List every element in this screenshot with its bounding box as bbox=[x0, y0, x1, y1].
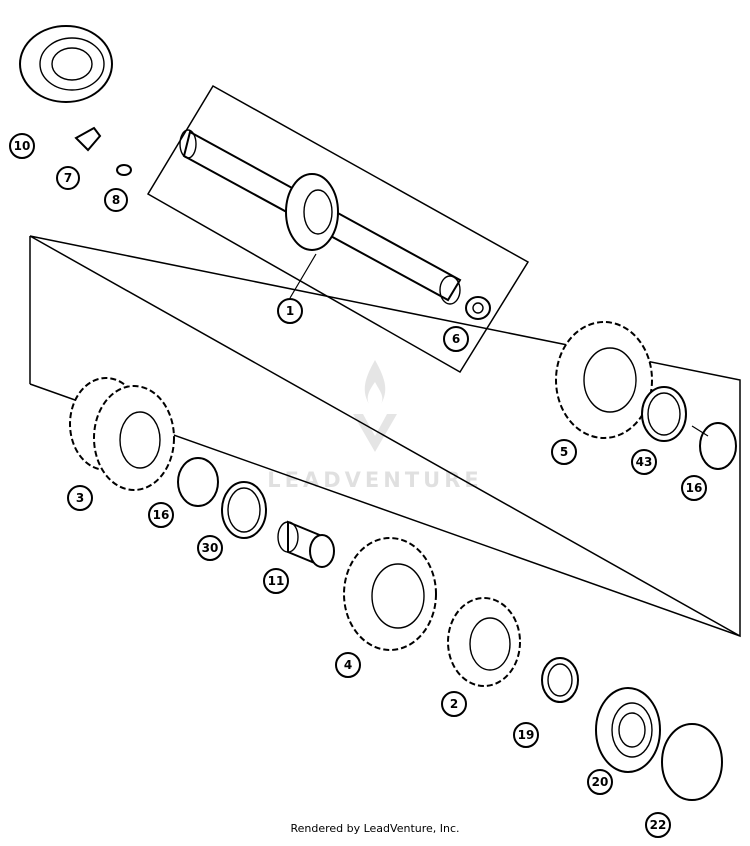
callout-11[interactable]: 11 bbox=[263, 568, 289, 594]
circlip-part-16-left[interactable] bbox=[177, 457, 219, 507]
svg-text:11: 11 bbox=[268, 574, 285, 588]
callout-10[interactable]: 10 bbox=[9, 133, 35, 159]
leader-16a bbox=[691, 425, 709, 437]
svg-text:7: 7 bbox=[64, 171, 72, 185]
svg-text:3: 3 bbox=[76, 491, 84, 505]
svg-text:5: 5 bbox=[560, 445, 568, 459]
svg-text:43: 43 bbox=[636, 455, 653, 469]
svg-text:2: 2 bbox=[450, 697, 458, 711]
bearing-part-20[interactable] bbox=[595, 687, 661, 773]
callout-16-right[interactable]: 16 bbox=[681, 475, 707, 501]
callout-1[interactable]: 1 bbox=[277, 298, 303, 324]
watermark-text: LEADVENTURE bbox=[267, 468, 483, 492]
callout-5[interactable]: 5 bbox=[551, 439, 577, 465]
callout-6[interactable]: 6 bbox=[443, 326, 469, 352]
callout-3[interactable]: 3 bbox=[67, 485, 93, 511]
svg-text:1: 1 bbox=[286, 304, 294, 318]
svg-text:20: 20 bbox=[592, 775, 609, 789]
gear-part-5[interactable] bbox=[555, 321, 653, 439]
screw-part-8[interactable] bbox=[116, 164, 132, 176]
bushing-part-19[interactable] bbox=[541, 657, 579, 703]
callout-7[interactable]: 7 bbox=[56, 166, 80, 190]
callout-20[interactable]: 20 bbox=[587, 769, 613, 795]
svg-text:30: 30 bbox=[202, 541, 219, 555]
callout-22[interactable]: 22 bbox=[645, 812, 671, 838]
leader-1 bbox=[289, 253, 317, 299]
svg-text:4: 4 bbox=[344, 658, 352, 672]
leadventure-logo-icon bbox=[353, 360, 397, 452]
callout-30[interactable]: 30 bbox=[197, 535, 223, 561]
svg-text:19: 19 bbox=[518, 728, 535, 742]
svg-text:6: 6 bbox=[452, 332, 460, 346]
gear-part-2[interactable] bbox=[447, 597, 521, 687]
svg-text:10: 10 bbox=[14, 139, 31, 153]
footer-credit: Rendered by LeadVenture, Inc. bbox=[290, 822, 460, 835]
shaft-group-frame bbox=[146, 84, 530, 374]
shim-part-22[interactable] bbox=[661, 723, 723, 801]
svg-text:22: 22 bbox=[650, 818, 667, 832]
callout-2[interactable]: 2 bbox=[441, 691, 467, 717]
circlip-part-16-right[interactable] bbox=[699, 422, 737, 470]
svg-text:16: 16 bbox=[153, 508, 170, 522]
thrust-washer-part-43[interactable] bbox=[641, 386, 687, 442]
callout-4[interactable]: 4 bbox=[335, 652, 361, 678]
gear-part-4[interactable] bbox=[343, 537, 437, 651]
washer-part-30[interactable] bbox=[221, 481, 267, 539]
svg-text:16: 16 bbox=[686, 481, 703, 495]
callout-19[interactable]: 19 bbox=[513, 722, 539, 748]
needle-bearing-part-11[interactable] bbox=[277, 520, 335, 568]
callout-43[interactable]: 43 bbox=[631, 449, 657, 475]
callout-8[interactable]: 8 bbox=[104, 188, 128, 212]
lock-tab-part-7[interactable] bbox=[74, 126, 102, 152]
main-shaft-part-1[interactable] bbox=[179, 129, 462, 305]
gear-group-frame bbox=[29, 235, 741, 638]
double-gear-part-3[interactable] bbox=[69, 377, 175, 491]
callout-16-left[interactable]: 16 bbox=[148, 502, 174, 528]
nut-part-6[interactable] bbox=[465, 296, 491, 320]
svg-text:8: 8 bbox=[112, 193, 120, 207]
bearing-part-10[interactable] bbox=[19, 25, 113, 103]
